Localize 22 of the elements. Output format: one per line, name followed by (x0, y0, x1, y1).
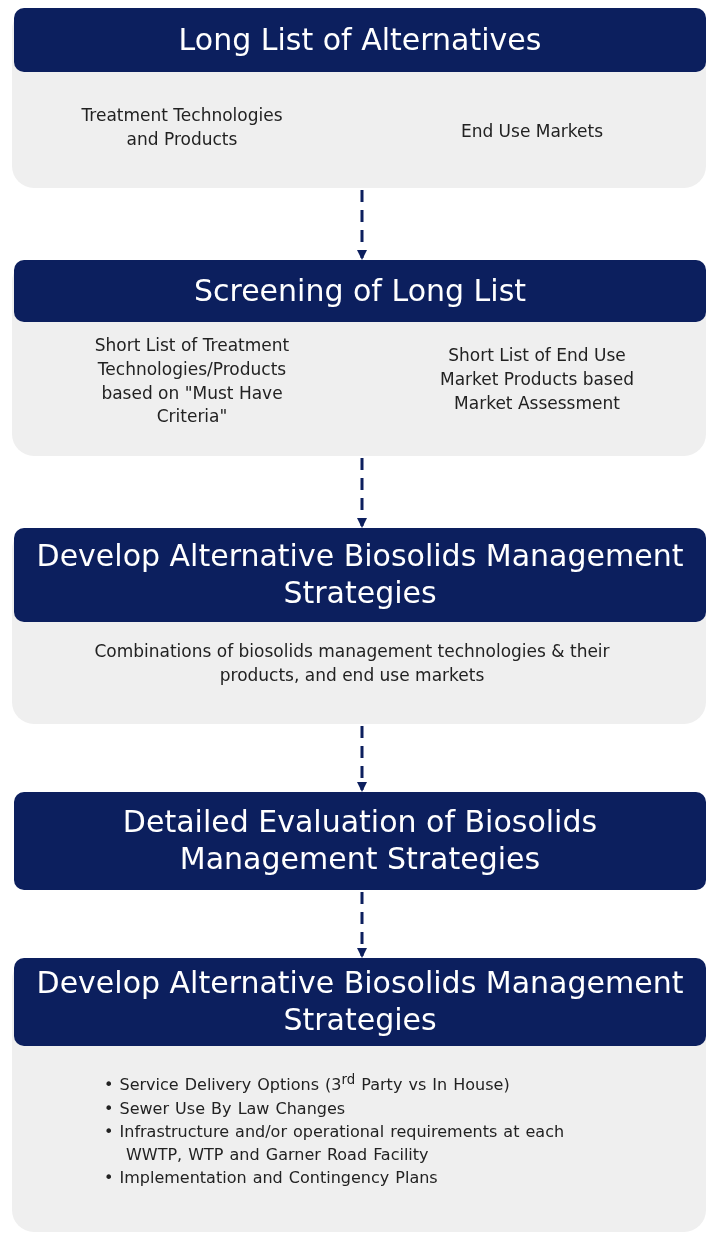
stage-heading: Screening of Long List (14, 260, 706, 322)
bullet-item: • Implementation and Contingency Plans (104, 1167, 439, 1190)
stage-heading: Detailed Evaluation of Biosolids Management Strategies (14, 792, 706, 890)
stage-description: End Use Markets (459, 120, 605, 143)
stage-heading: Long List of Alternatives (14, 8, 706, 72)
bullet-item: • Sewer Use By Law Changes (104, 1097, 347, 1120)
stage-heading: Develop Alternative Biosolids Management Strategies (14, 958, 706, 1046)
arrow (357, 190, 367, 260)
arrow (357, 726, 367, 792)
stage-description: Treatment Technologies and Products (80, 104, 284, 151)
stage-description: Short List of Treatment Technologies/Products based on "Must Have Criteria" (93, 334, 291, 429)
arrow (357, 892, 367, 958)
stage-description: Combinations of biosolids management technologies & their products, and end use markets (93, 640, 611, 687)
bullet-item: • Infrastructure and/or operational requirements at each WWTP, WTP and Garner Road Facility (104, 1120, 566, 1166)
stage-description: Short List of End Use Market Products based Market Assessment (439, 344, 635, 415)
stage-card (12, 8, 706, 188)
stage-card (12, 528, 706, 724)
stage-card (12, 958, 706, 1232)
bullet-item: • Service Delivery Options (3$^{rd}$ Party vs In House) (104, 1071, 511, 1097)
stage-heading: Develop Alternative Biosolids Management Strategies (14, 528, 706, 622)
arrow (357, 458, 367, 528)
stage-card (12, 260, 706, 456)
